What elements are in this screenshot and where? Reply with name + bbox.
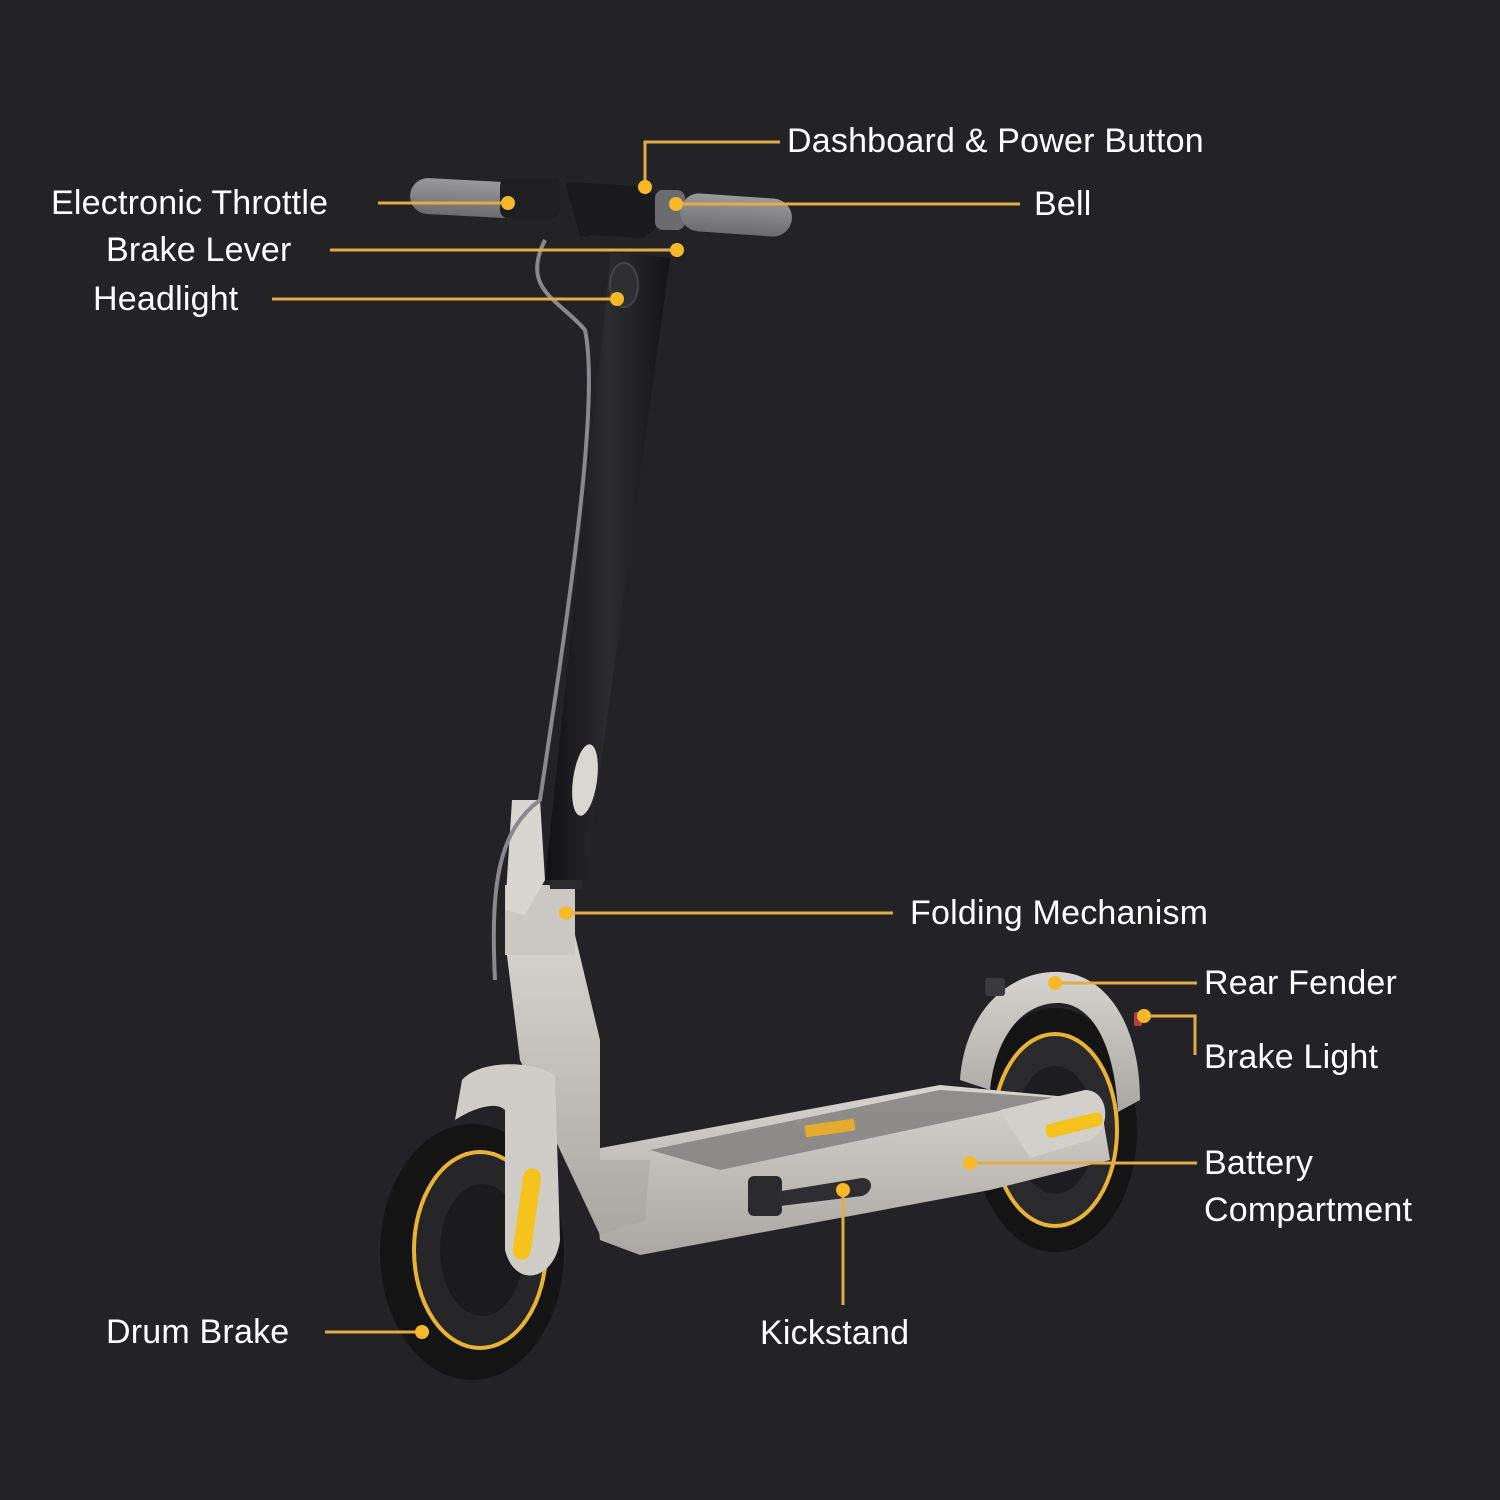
label-folding-mechanism: Folding Mechanism — [910, 894, 1209, 932]
label-headlight: Headlight — [93, 280, 239, 318]
callout-dot-drum-brake — [415, 1325, 429, 1339]
rear-fender-shape — [960, 971, 1140, 1112]
label-bell: Bell — [1034, 185, 1092, 223]
callout-line-brake-light — [1144, 1014, 1197, 1055]
stem-shape — [545, 245, 672, 880]
label-drum-brake: Drum Brake — [106, 1313, 290, 1351]
label-kickstand: Kickstand — [760, 1314, 910, 1352]
callout-dot-brake-light — [1137, 1009, 1151, 1023]
callout-dots — [415, 180, 1151, 1339]
callout-dot-bell — [669, 197, 683, 211]
callout-dot-brake-lever — [670, 243, 684, 257]
callout-dot-battery — [963, 1156, 977, 1170]
callout-lines — [272, 140, 1197, 1334]
label-brake-lever: Brake Lever — [106, 231, 292, 269]
deck-shape — [590, 1085, 1110, 1255]
label-dashboard-power-button: Dashboard & Power Button — [787, 122, 1204, 160]
label-battery-compartment-line2: Compartment — [1204, 1191, 1413, 1229]
callout-dot-dashboard — [638, 180, 652, 194]
callout-dot-rear-fender — [1048, 976, 1062, 990]
callout-dot-folding — [559, 906, 573, 920]
label-battery-compartment-line1: Battery — [1204, 1144, 1314, 1182]
handlebar-shape — [410, 178, 792, 258]
callout-dot-kickstand — [836, 1183, 850, 1197]
callout-dot-headlight — [610, 292, 624, 306]
label-electronic-throttle: Electronic Throttle — [51, 184, 329, 222]
callout-line-dashboard — [643, 140, 780, 187]
label-brake-light: Brake Light — [1204, 1038, 1379, 1076]
callout-dot-throttle — [501, 196, 515, 210]
label-rear-fender: Rear Fender — [1204, 964, 1398, 1002]
